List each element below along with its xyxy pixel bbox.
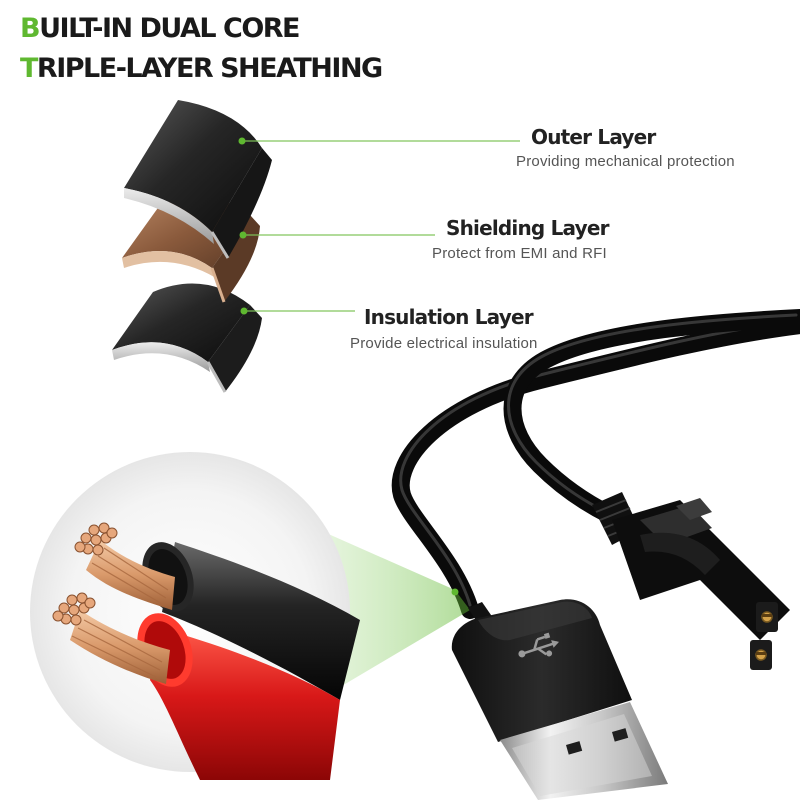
- usb-a-connector: [451, 599, 668, 800]
- usb-symbol-icon: [518, 632, 560, 658]
- shielding-layer-description: Protect from EMI and RFI: [432, 245, 607, 262]
- black-core-wire: [74, 522, 360, 700]
- clip-connector: [592, 492, 790, 670]
- headline-line-2: TRIPLE-LAYER SHEATHING: [20, 53, 383, 85]
- red-core-wire: [52, 592, 340, 780]
- outer-layer-sheet: [124, 100, 272, 259]
- insulation-layer-description: Provide electrical insulation: [350, 335, 538, 352]
- red-wire-strand-ends: [52, 592, 96, 626]
- outer-layer-description: Providing mechanical protection: [516, 153, 735, 170]
- layer-callout-lines: [238, 137, 520, 315]
- black-wire-strand-ends: [74, 522, 118, 556]
- headline-line-2-text: RIPLE-LAYER SHEATHING: [36, 53, 383, 84]
- outer-layer-title: Outer Layer: [531, 125, 656, 149]
- usb-plug-body: [451, 599, 632, 742]
- insulation-layer-title: Insulation Layer: [364, 305, 534, 329]
- clip-connector-pins: [750, 602, 778, 670]
- headline-line-2-initial: T: [20, 53, 38, 84]
- shielding-layer-title: Shielding Layer: [446, 216, 610, 240]
- usb-metal-plug: [500, 702, 668, 800]
- insulation-layer-sheet: [112, 283, 262, 393]
- sheathing-layers-illustration: [112, 100, 272, 393]
- headline-line-1-initial: B: [20, 13, 41, 44]
- cable: [391, 309, 800, 619]
- wire-magnifier: [30, 452, 470, 780]
- headline-line-1-text: UILT-IN DUAL CORE: [39, 13, 300, 44]
- headline-line-1: BUILT-IN DUAL CORE: [20, 13, 301, 45]
- dual-core-wires: [52, 522, 360, 780]
